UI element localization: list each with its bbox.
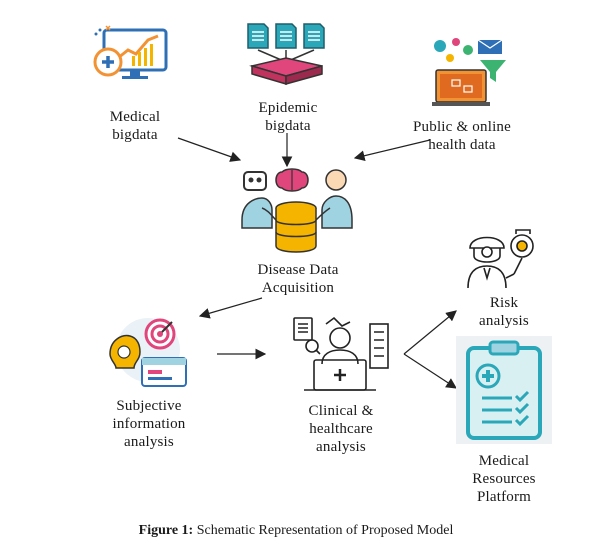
- figure-caption: Figure 1: Schematic Representation of Pr…: [0, 523, 592, 539]
- computer-analytics-icon: [93, 25, 168, 79]
- public-online-label: Public & online health data: [413, 119, 511, 153]
- arrow-acquisition-to-subjective: [198, 297, 263, 319]
- medical-bigdata-label: Medical bigdata: [109, 109, 161, 143]
- resources-label: Medical Resources Platform: [472, 453, 536, 505]
- doctor-workstation-icon: [293, 316, 389, 391]
- arrow-clinical-to-resources: [403, 353, 458, 389]
- laptop-apps-icon: [432, 38, 506, 106]
- ai-database-icon: [241, 168, 353, 253]
- clipboard-checklist-icon: [456, 336, 552, 444]
- documents-stack-icon: [247, 23, 325, 86]
- clinical-label: Clinical & healthcare analysis: [308, 403, 374, 455]
- epidemic-bigdata-label: Epidemic bigdata: [258, 100, 318, 134]
- subjective-label: Subjective information analysis: [112, 398, 186, 450]
- arrow-clinical-to-risk: [403, 310, 457, 355]
- acquisition-label: Disease Data Acquisition: [257, 262, 339, 296]
- risk-inspector-icon: [467, 229, 534, 289]
- arrow-public-to-acquisition: [353, 139, 431, 162]
- risk-label: Risk analysis: [479, 295, 529, 329]
- arrow-medical-to-acquisition: [177, 137, 242, 162]
- figure-caption-text: Schematic Representation of Proposed Mod…: [193, 523, 454, 538]
- figure-caption-prefix: Figure 1:: [138, 523, 194, 538]
- mind-target-icon: [109, 318, 187, 387]
